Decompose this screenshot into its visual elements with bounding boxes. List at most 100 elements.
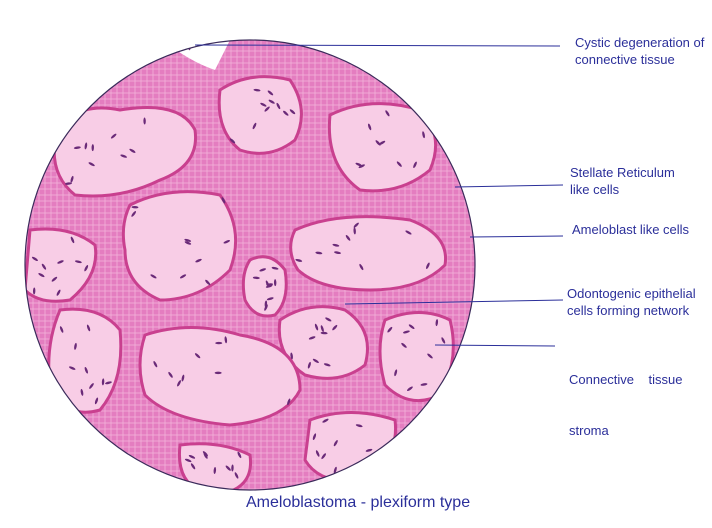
nucleus: [131, 211, 136, 217]
nucleus: [315, 450, 320, 457]
nucleus: [38, 273, 45, 278]
nucleus: [195, 258, 202, 263]
nucleus: [295, 258, 303, 262]
nucleus: [32, 287, 36, 295]
nucleus: [325, 317, 332, 322]
nucleus: [205, 279, 211, 286]
field-border: [24, 39, 476, 491]
nucleus: [264, 304, 268, 311]
nucleus: [237, 451, 242, 459]
nucleus: [266, 297, 274, 301]
nucleus: [150, 274, 157, 279]
nucleus: [359, 263, 364, 271]
leader-line: [194, 44, 561, 47]
nucleus: [84, 265, 89, 272]
nucleus: [401, 342, 407, 348]
nucleus: [110, 133, 117, 139]
nucleus: [84, 142, 88, 150]
nucleus: [105, 381, 112, 385]
nucleus: [188, 454, 196, 459]
nucleus: [320, 325, 324, 332]
label-line: Stellate Reticulum: [570, 165, 675, 180]
nucleus: [332, 324, 338, 331]
nucleus: [264, 106, 270, 112]
nucleus: [405, 230, 412, 235]
nucleus: [31, 256, 38, 262]
nucleus: [307, 361, 311, 369]
label-line: Odontogenic epithelial: [567, 286, 696, 301]
nucleus: [333, 440, 338, 447]
nucleus: [91, 144, 94, 152]
nucleus: [179, 274, 187, 279]
nucleus: [190, 463, 196, 470]
nucleus: [355, 162, 362, 167]
nucleus: [224, 336, 228, 344]
nucleus: [375, 140, 381, 146]
nucleus: [287, 398, 291, 406]
nucleus: [387, 326, 393, 333]
nucleus: [332, 243, 340, 247]
nucleus: [273, 279, 277, 287]
nucleus: [223, 240, 230, 244]
nucleus: [413, 161, 417, 169]
label-line: Ameloblast like cells: [572, 222, 690, 237]
nucleus: [221, 197, 226, 204]
nucleus: [422, 131, 425, 139]
nucleus: [64, 182, 72, 185]
nucleus: [51, 276, 58, 282]
label-line: Cystic degeneration of: [575, 35, 705, 50]
nucleus: [204, 33, 209, 40]
nucleus: [314, 323, 319, 331]
nucleus: [271, 266, 279, 270]
label-line: stroma: [569, 423, 609, 438]
micrograph-circle: [25, 33, 475, 490]
label-line: Connective tissue: [569, 372, 683, 387]
nucleus: [153, 361, 158, 368]
leader-line: [469, 235, 564, 238]
nucleus: [41, 263, 47, 270]
nucleus: [322, 418, 329, 423]
nucleus: [184, 458, 192, 463]
nucleus: [396, 161, 402, 167]
nucleus: [199, 40, 205, 43]
nucleus: [70, 175, 74, 183]
label-line: connective tissue: [575, 52, 675, 67]
nucleus: [168, 371, 173, 378]
nucleus: [358, 164, 365, 169]
nucleus: [308, 336, 316, 340]
nucleus: [194, 353, 201, 359]
nucleus: [88, 162, 95, 167]
nucleus: [70, 236, 75, 244]
nucleus: [283, 110, 289, 116]
nucleus: [234, 472, 239, 479]
nucleus: [129, 148, 136, 153]
nucleus: [355, 424, 363, 428]
nucleus: [143, 117, 146, 125]
label-connective-stroma: Connective tissue stroma: [569, 337, 682, 456]
nucleus: [89, 383, 94, 389]
nucleus: [379, 140, 386, 145]
nucleus: [74, 342, 77, 350]
nucleus: [320, 331, 328, 335]
nucleus: [353, 222, 359, 228]
nucleus: [333, 466, 337, 474]
nucleus: [182, 40, 188, 44]
nucleus: [94, 397, 99, 405]
nucleus: [229, 138, 236, 144]
nucleus: [213, 467, 217, 475]
nucleus: [184, 241, 192, 245]
nucleus: [407, 386, 413, 392]
nucleus: [253, 88, 261, 92]
nuclei: [31, 33, 446, 479]
nucleus: [290, 352, 293, 360]
nucleus: [252, 276, 260, 280]
nucleus: [385, 110, 390, 117]
leader-line: [344, 299, 564, 305]
nucleus: [59, 326, 64, 333]
nucleus: [57, 260, 64, 264]
nucleus: [120, 154, 127, 158]
nucleus: [177, 380, 181, 387]
nucleus: [73, 146, 81, 149]
nucleus: [334, 251, 341, 255]
